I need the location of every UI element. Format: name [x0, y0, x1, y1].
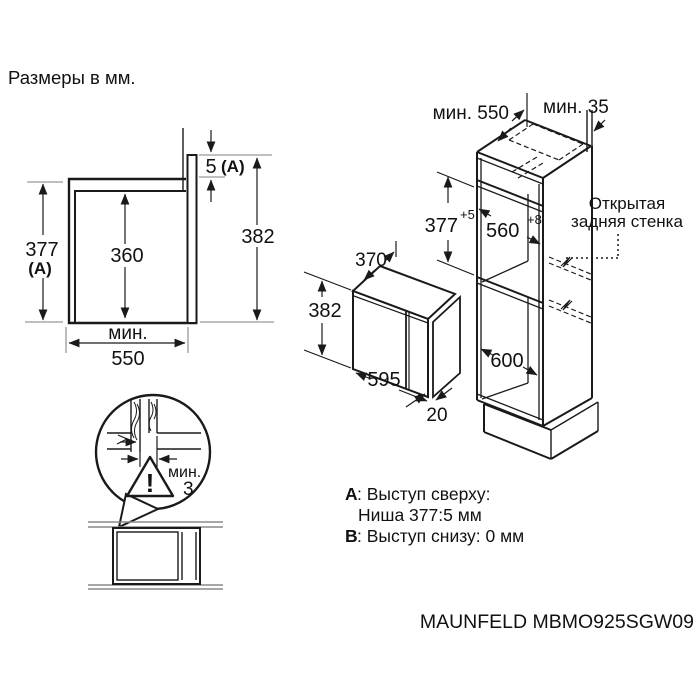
note-b-key: B — [345, 526, 358, 546]
niche-profile-diagram: 377 (A) 360 5 (A) 382 мин. 550 — [25, 128, 275, 370]
notes-block: A : Выступ сверху: Ниша 377:5 мм B : Выс… — [345, 484, 524, 546]
top-cutout-dashed — [508, 123, 584, 161]
detail-gap-label: 3 — [183, 479, 194, 500]
extension-line — [436, 171, 475, 188]
bottom-panel-line — [476, 393, 544, 421]
cabinet-depth-min-label: мин. 550 — [433, 103, 509, 124]
profile-top-gap-ref: (A) — [221, 157, 245, 176]
dim-arrow — [383, 251, 395, 263]
plinth-edge — [483, 403, 552, 431]
open-back-label-line1: Открытая — [589, 194, 665, 213]
dim-arrow — [497, 127, 512, 142]
cabinet-back-gap-label: мин. 35 — [543, 97, 609, 118]
profile-inner-height-label: 360 — [110, 245, 143, 267]
installed-oven-outline — [112, 527, 201, 585]
note-a-key: A — [345, 484, 358, 504]
warning-triangle-icon — [125, 455, 175, 498]
extension-line — [303, 349, 352, 369]
dim-arrow — [435, 387, 453, 401]
dim-arrow — [355, 372, 372, 381]
extension-line — [303, 271, 352, 291]
profile-niche-height-ref: (A) — [28, 259, 52, 278]
panel-section-lines — [130, 399, 158, 452]
microwave-box-diagram: 370 382 595 20 — [303, 241, 461, 426]
oven-height-label: 382 — [308, 300, 341, 322]
oven-depth-label: 370 — [355, 250, 387, 271]
cabinet-lower-depth-label: 600 — [490, 350, 523, 372]
profile-total-height-label: 382 — [241, 226, 274, 248]
installed-side-view — [88, 521, 223, 590]
plinth-edge — [550, 401, 599, 431]
oven-body-side — [432, 294, 461, 400]
cabinet-top-right-depth-edge — [542, 145, 592, 179]
cabinet-niche-width-label: 560 — [486, 220, 519, 242]
profile-outline — [67, 177, 197, 325]
oven-width-label: 595 — [367, 369, 400, 391]
dim-arrow — [480, 348, 494, 358]
dim-arrow — [593, 119, 606, 132]
shelf-line — [476, 185, 544, 213]
front-frame-bar — [186, 154, 198, 324]
break-mark — [560, 299, 573, 311]
cabinet-top-left-depth-edge — [476, 119, 526, 153]
leader-dotted-line — [564, 234, 619, 259]
detail-min-label: мин. — [168, 464, 201, 481]
dim-arrow — [363, 269, 376, 281]
dim-arrow — [511, 109, 525, 122]
installed-oven-door — [116, 531, 179, 581]
note-a-line2: Ниша 377:5 мм — [358, 505, 482, 525]
profile-inner-line — [74, 190, 186, 322]
dim-arrow — [405, 393, 426, 408]
note-b-text: : Выступ снизу: 0 мм — [357, 526, 524, 546]
oven-frame-label: 20 — [426, 405, 447, 426]
page-title: Размеры в мм. — [8, 67, 136, 88]
profile-min-width-label: 550 — [111, 348, 144, 370]
profile-min-label: мин. — [108, 323, 147, 344]
cabinet-bottom-side-edge — [542, 397, 593, 427]
plinth-edge — [483, 431, 552, 460]
plinth-edge — [550, 430, 599, 460]
dim-arrow — [478, 208, 492, 219]
dim-arrow — [522, 365, 538, 376]
cabinet-niche-width-tolerance: +8 — [527, 212, 542, 227]
extension-line — [436, 259, 475, 276]
top-panel-underside — [476, 157, 544, 185]
open-back-label-line2: задняя стенка — [571, 212, 683, 231]
cabinet-top-front-edge — [476, 151, 544, 179]
hatch-squiggles — [131, 401, 157, 441]
gap-detail-balloon: мин. 3 ! — [94, 393, 212, 529]
note-a-text: : Выступ сверху: — [357, 484, 491, 504]
niche-floor-edge — [481, 260, 529, 283]
oven-frame-inner-line — [353, 295, 429, 324]
shelf-line — [476, 179, 544, 207]
dim-arrow — [526, 235, 541, 245]
model-label: MAUNFELD MBMO925SGW09 — [420, 611, 694, 633]
warning-exclamation: ! — [146, 468, 155, 498]
open-back-dashed — [548, 256, 592, 324]
profile-top-gap-label: 5 — [205, 156, 216, 178]
shelf-section-lines — [107, 432, 201, 450]
cabinet-niche-height-tolerance: +5 — [460, 207, 475, 222]
shelf-line — [476, 276, 544, 304]
break-mark — [560, 256, 573, 268]
shelf-line — [476, 282, 544, 310]
lower-floor-edge — [481, 382, 529, 400]
cabinet-niche-height-label: 377 — [425, 215, 458, 237]
open-back-dashed — [511, 156, 544, 179]
profile-niche-height-label: 377 — [25, 239, 58, 261]
cabinet-diagram: мин. 550 мин. 35 377 +5 560 +8 600 Откры… — [425, 93, 683, 460]
balloon-tail — [117, 492, 161, 529]
cabinet-top-back-edge — [524, 119, 592, 147]
